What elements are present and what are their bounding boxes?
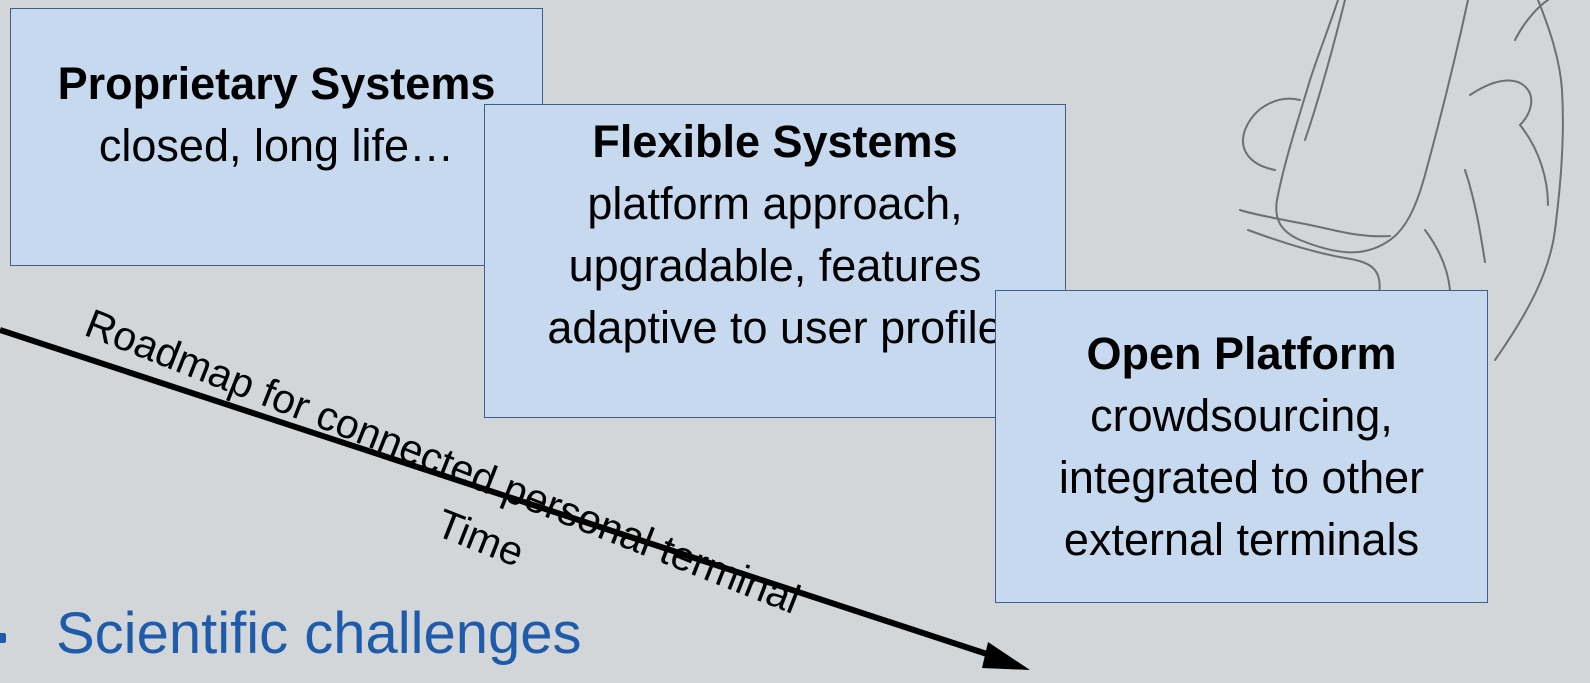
flexible-systems-title: Flexible Systems [592,116,958,167]
open-platform-box: Open Platform crowdsourcing, integrated … [995,290,1488,603]
roadmap-arrow-line [0,327,991,658]
roadmap-arrow-head [982,642,1030,670]
scientific-challenges-bullet: Scientific challenges [56,601,582,666]
open-platform-body: crowdsourcing, integrated to other exter… [1058,390,1425,565]
open-platform-title: Open Platform [1086,328,1397,379]
flexible-systems-body: platform approach, upgradable, features … [547,178,1003,353]
bullet-icon [0,633,6,643]
proprietary-systems-title: Proprietary Systems [57,58,496,109]
flexible-systems-box: Flexible Systems platform approach, upgr… [484,104,1066,418]
proprietary-systems-body: closed, long life… [98,120,455,171]
proprietary-systems-box: Proprietary Systems closed, long life… [10,8,543,266]
